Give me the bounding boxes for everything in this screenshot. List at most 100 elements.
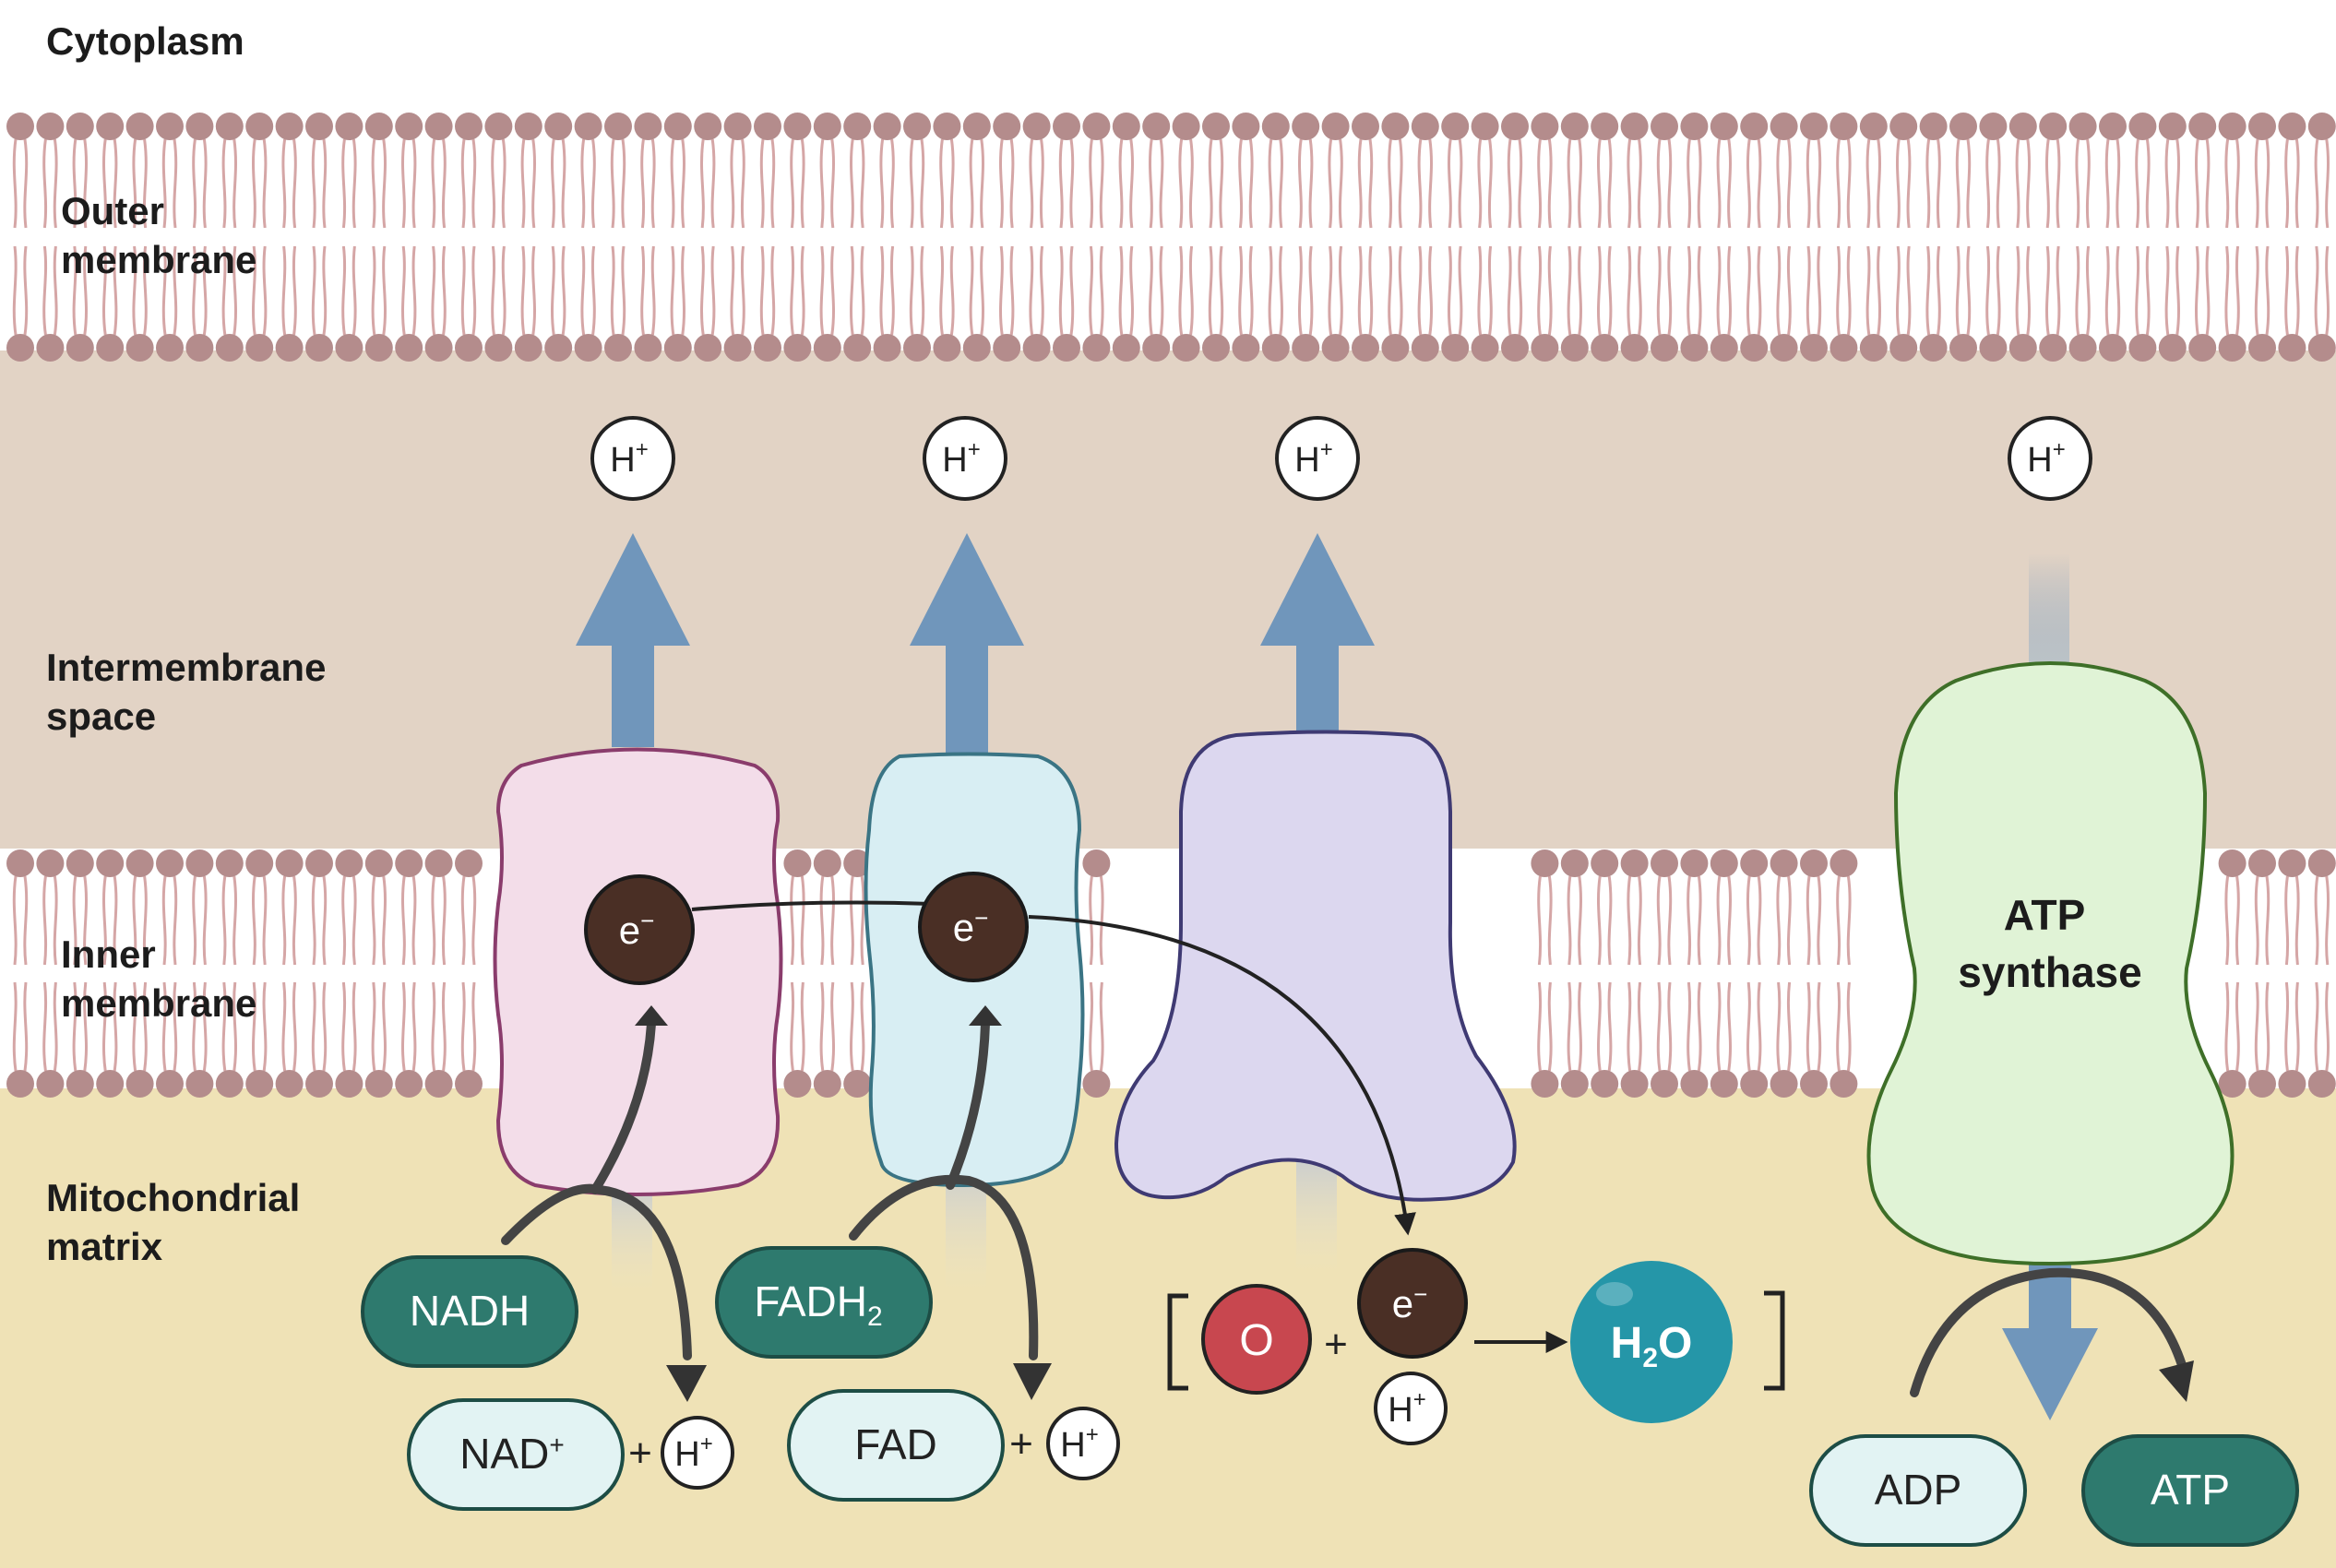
nadh-pill: NADH <box>361 1255 578 1368</box>
lipid-head <box>484 113 513 140</box>
lipid-head <box>2008 113 2037 140</box>
lipid-head <box>1770 113 1798 140</box>
fadh2-oxidation-arrow <box>849 1174 1039 1360</box>
lipid-head <box>1591 334 1619 362</box>
lipid-head <box>125 113 154 140</box>
lipid-head <box>1560 334 1589 362</box>
nad-plus-pill: NAD+ <box>407 1398 625 1511</box>
lipid-head <box>843 849 872 877</box>
electron: e− <box>584 874 695 985</box>
svg-text:NADH: NADH <box>410 1287 530 1335</box>
lipid-head <box>1620 1070 1649 1098</box>
lipid-head <box>2218 1070 2247 1098</box>
lipid-head <box>783 334 812 362</box>
electron-transfer-path-to-complex-iv <box>1028 915 1416 1236</box>
lipid-head <box>2158 113 2187 140</box>
svg-text:ADP: ADP <box>1875 1466 1962 1514</box>
lipid-head <box>1740 849 1769 877</box>
lipid-head <box>2099 334 2127 362</box>
lipid-head <box>305 113 333 140</box>
svg-text:e−: e− <box>953 904 989 949</box>
arrowhead <box>666 1365 707 1402</box>
lipid-head <box>634 113 662 140</box>
atp-synthase-label: ATP synthase <box>1958 891 2141 996</box>
lipid-head <box>2218 113 2247 140</box>
lipid-head <box>455 334 483 362</box>
lipid-head <box>36 113 65 140</box>
electron: e− <box>918 872 1029 982</box>
lipid-head <box>245 849 274 877</box>
lipid-head <box>574 113 602 140</box>
svg-text:H+: H+ <box>610 437 648 480</box>
lipid-head <box>1560 1070 1589 1098</box>
lipid-head <box>1292 113 1320 140</box>
lipid-head <box>1680 1070 1709 1098</box>
lipid-head <box>813 113 841 140</box>
lipid-head <box>2158 334 2187 362</box>
lipid-head <box>185 334 214 362</box>
lipid-head <box>424 334 453 362</box>
lipid-head <box>1859 334 1888 362</box>
lipid-head <box>2068 334 2097 362</box>
lipid-head <box>1352 113 1379 140</box>
lipid-head <box>933 334 961 362</box>
lipid-head <box>1411 334 1439 362</box>
lipid-head <box>1202 113 1230 140</box>
lipid-head <box>694 113 722 140</box>
lipid-head <box>2039 334 2068 362</box>
lipid-head <box>514 113 542 140</box>
lipid-head <box>1022 113 1051 140</box>
lipid-head <box>66 1070 94 1098</box>
lipid-head <box>993 113 1021 140</box>
lipid-head <box>96 1070 125 1098</box>
lipid-head <box>1651 1070 1678 1098</box>
label-cytoplasm: Cytoplasm <box>46 19 244 63</box>
proton: H+ <box>2008 416 2092 501</box>
lipid-head <box>663 334 692 362</box>
lipid-head <box>125 1070 154 1098</box>
proton: H+ <box>1374 1372 1448 1445</box>
lipid-head <box>2128 113 2157 140</box>
svg-text:NAD+: NAD+ <box>459 1430 564 1478</box>
lipid-head <box>1770 849 1798 877</box>
electron-transfer-path <box>691 900 933 911</box>
lipid-head <box>1261 113 1290 140</box>
lipid-head <box>1112 113 1140 140</box>
lipid-head <box>1112 334 1140 362</box>
proton-flow-fade <box>946 1171 986 1291</box>
lipid-head <box>843 334 872 362</box>
lipid-head <box>1800 1070 1828 1098</box>
lipid-head <box>2008 334 2037 362</box>
lipid-head <box>544 113 573 140</box>
lipid-head <box>604 334 632 362</box>
lipid-head <box>962 113 991 140</box>
lipid-head <box>1829 1070 1858 1098</box>
lipid-head <box>1979 334 2008 362</box>
proton: H+ <box>1275 416 1360 501</box>
lipid-head <box>36 849 65 877</box>
lipid-head <box>813 334 841 362</box>
lipid-head <box>275 113 304 140</box>
lipid-head <box>1441 334 1470 362</box>
lipid-head <box>1620 334 1649 362</box>
lipid-head <box>1710 113 1738 140</box>
lipid-head <box>634 334 662 362</box>
lipid-head <box>993 334 1021 362</box>
lipid-head <box>754 113 781 140</box>
lipid-head <box>1172 113 1200 140</box>
lipid-head <box>245 113 274 140</box>
lipid-head <box>1680 113 1709 140</box>
lipid-head <box>544 334 573 362</box>
lipid-head <box>1082 849 1111 877</box>
lipid-head <box>364 113 393 140</box>
lipid-head <box>36 1070 65 1098</box>
lipid-head <box>1531 334 1559 362</box>
lipid-head <box>424 849 453 877</box>
lipid-head <box>1352 334 1379 362</box>
lipid-head <box>903 113 931 140</box>
complex-iv <box>1114 730 1517 1202</box>
lipid-head <box>1949 334 1977 362</box>
